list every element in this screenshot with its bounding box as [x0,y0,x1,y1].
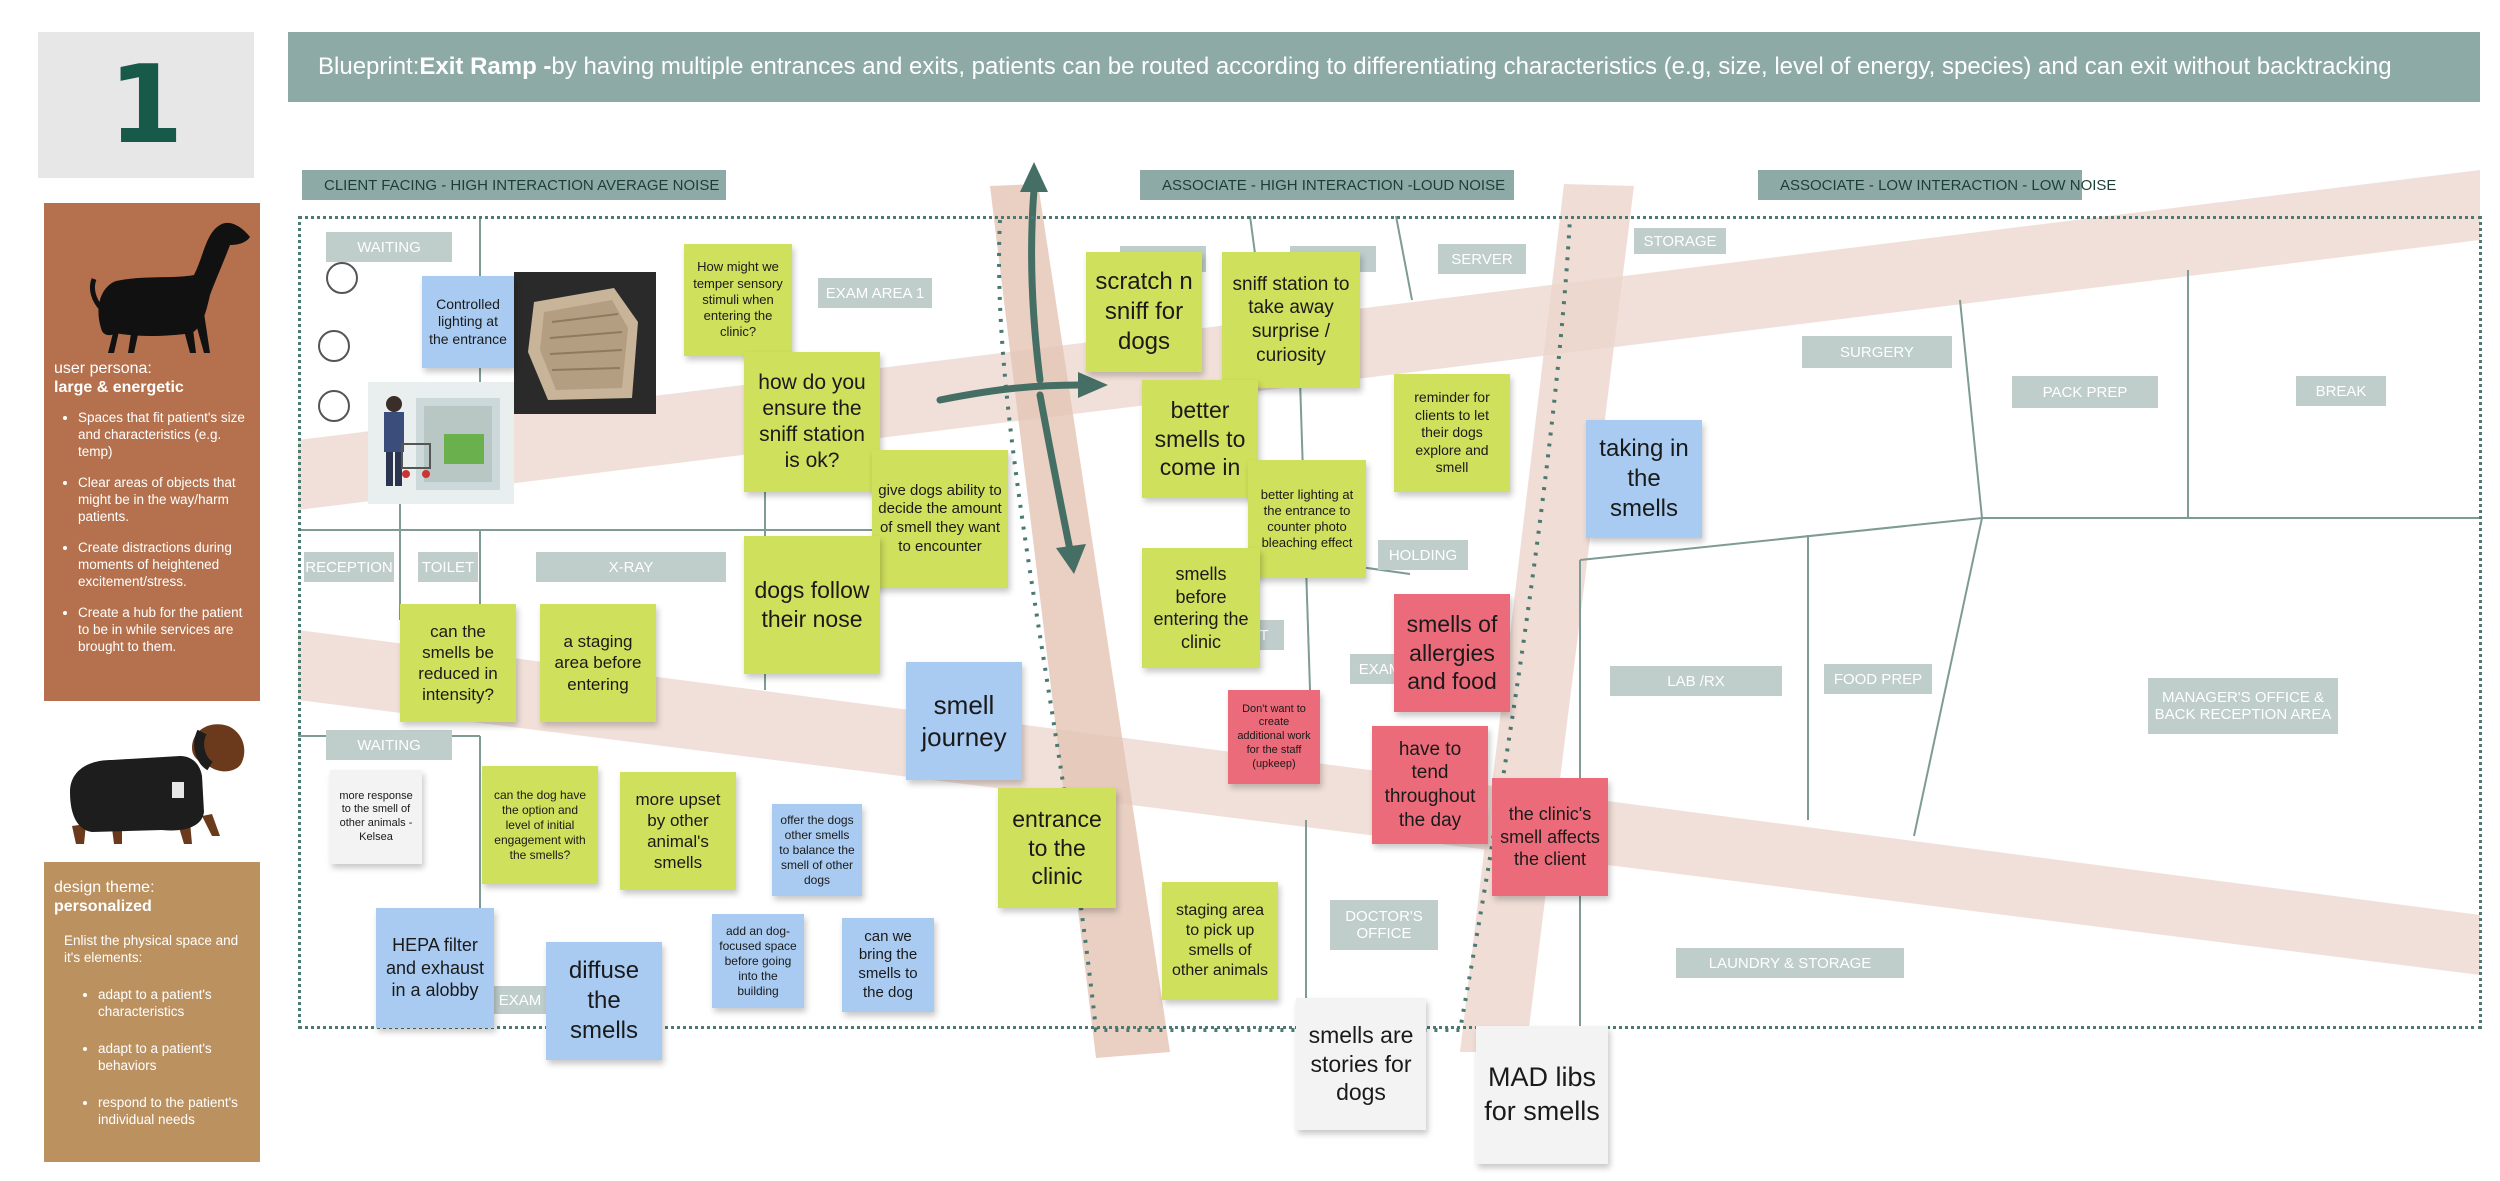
room-laundry-storage: LAUNDRY & STORAGE [1676,948,1904,978]
persona-panel: user persona: large & energetic Spaces t… [44,203,260,701]
note-reminder-clients: reminder for clients to let their dogs e… [1394,374,1510,492]
room-reception: RECEPTION [304,552,394,582]
persona-item: Create distractions during moments of he… [78,539,250,590]
dog-in-coat-image [52,716,252,850]
sanitizer-station-photo [368,382,514,504]
room-waiting-top: WAITING [326,232,452,262]
dog-silhouette-icon [89,222,250,353]
note-dont-want-work: Don't want to create additional work for… [1228,690,1320,784]
note-controlled-lighting: Controlled lighting at the entrance [422,276,514,368]
room-xray: X-RAY [536,552,726,582]
room-waiting-bottom: WAITING [326,730,452,760]
note-taking-in-smells: taking in the smells [1586,420,1702,538]
theme-item: adapt to a patient's behaviors [98,1040,250,1074]
note-clinic-smell-client: the clinic's smell affects the client [1492,778,1608,896]
note-entrance-to-clinic: entrance to the clinic [998,788,1116,908]
note-give-dogs-ability: give dogs ability to decide the amount o… [872,450,1008,588]
room-pack-prep: PACK PREP [2012,376,2158,408]
title-bold: Exit Ramp - [419,53,552,80]
room-holding: HOLDING [1378,540,1468,570]
persona-item: Spaces that fit patient's size and chara… [78,409,250,460]
title-prefix: Blueprint: [318,53,420,80]
room-toilet: TOILET [418,552,478,582]
note-diffuse-smells: diffuse the smells [546,942,662,1060]
room-storage: STORAGE [1634,228,1726,254]
blueprint-title: Blueprint: Exit Ramp - by having multipl… [288,32,2480,102]
room-break: BREAK [2296,376,2386,406]
note-dog-focused-space: add an dog-focused space before going in… [712,914,804,1008]
note-smells-are-stories: smells are stories for dogs [1296,998,1426,1130]
note-smells-before: smells before entering the clinic [1142,548,1260,668]
persona-item: Create a hub for the patient to be in wh… [78,604,250,655]
zone-header-client-facing: CLIENT FACING - HIGH INTERACTION AVERAGE… [302,170,726,200]
room-lab-rx: LAB /RX [1610,666,1782,696]
marker-circle [318,330,350,362]
note-offer-smells: offer the dogs other smells to balance t… [772,804,862,896]
theme-title: personalized [54,898,152,915]
room-exam-bottom: EXAM [490,986,550,1014]
note-staging-area: a staging area before entering [540,604,656,722]
note-sniff-station: sniff station to take away surprise / cu… [1222,252,1360,388]
note-smells-reduced: can the smells be reduced in intensity? [400,604,516,722]
note-staging-pickup: staging area to pick up smells of other … [1162,882,1278,1000]
room-food-prep: FOOD PREP [1824,664,1932,694]
note-upset-smells: more upset by other animal's smells [620,772,736,890]
room-exam-area-1: EXAM AREA 1 [818,278,932,308]
marker-circle [326,262,358,294]
note-scratch-n-sniff: scratch n sniff for dogs [1086,252,1202,372]
note-smell-journey: smell journey [906,662,1022,780]
note-better-lighting: better lighting at the entrance to count… [1248,460,1366,578]
page-number: 1 [38,32,254,178]
note-better-smells: better smells to come in [1142,380,1258,498]
title-rest: by having multiple entrances and exits, … [551,53,2392,80]
zone-header-associate-high: ASSOCIATE - HIGH INTERACTION -LOUD NOISE [1140,170,1514,200]
note-option-level: can the dog have the option and level of… [482,766,598,884]
note-dogs-follow-nose: dogs follow their nose [744,536,880,674]
theme-list: adapt to a patient's characteristics ada… [54,986,250,1128]
room-doctors-office: DOCTOR'S OFFICE [1330,900,1438,950]
note-bring-smells: can we bring the smells to the dog [842,918,934,1012]
persona-item: Clear areas of objects that might be in … [78,474,250,525]
theme-label: design theme: [54,879,155,896]
room-managers-office: MANAGER'S OFFICE & BACK RECEPTION AREA [2148,678,2338,734]
persona-title: large & energetic [54,379,184,396]
room-surgery: SURGERY [1802,336,1952,368]
note-temper-stimuli: How might we temper sensory stimuli when… [684,244,792,356]
marker-circle [318,390,350,422]
theme-item: adapt to a patient's characteristics [98,986,250,1020]
theme-panel: design theme: personalized Enlist the ph… [44,862,260,1162]
note-ensure-sniff-station: how do you ensure the sniff station is o… [744,352,880,492]
persona-label: user persona: [54,360,152,377]
note-mad-libs: MAD libs for smells [1476,1026,1608,1164]
persona-list: Spaces that fit patient's size and chara… [54,409,250,655]
room-server: SERVER [1438,244,1526,274]
note-hepa-filter: HEPA filter and exhaust in a alobby [376,908,494,1028]
car-floor-mat-photo [514,272,656,414]
note-more-response: more response to the smell of other anim… [330,770,422,864]
zone-header-associate-low: ASSOCIATE - LOW INTERACTION - LOW NOISE [1758,170,2116,200]
note-allergies-food: smells of allergies and food [1394,594,1510,712]
note-tend-day: have to tend throughout the day [1372,726,1488,844]
theme-description: Enlist the physical space and it's eleme… [64,933,239,965]
theme-item: respond to the patient's individual need… [98,1094,250,1128]
